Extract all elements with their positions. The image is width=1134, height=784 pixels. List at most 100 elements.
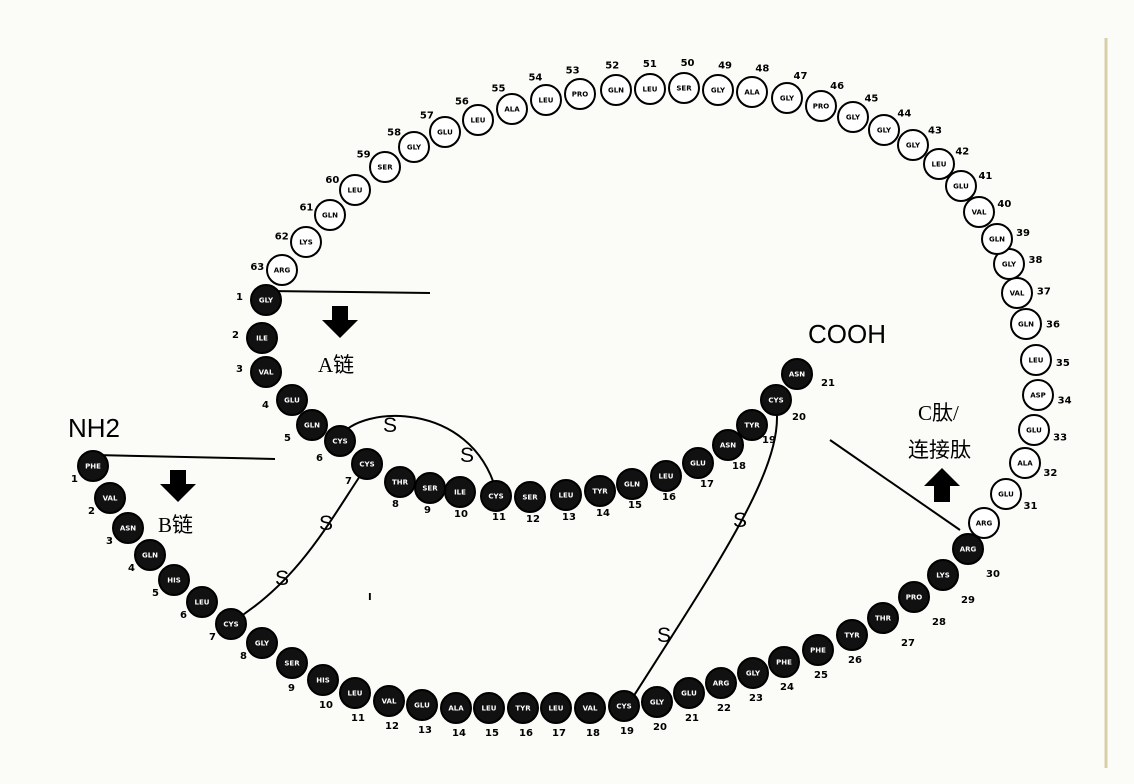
b-chain-residue: VAL	[373, 685, 405, 717]
a-chain-residue-name: CYS	[332, 438, 347, 446]
c-peptide-residue-circle	[945, 170, 977, 202]
b-chain-residue: PRO	[898, 581, 930, 613]
b-chain-residue-name: VAL	[103, 495, 118, 503]
c-peptide-residue: LEU	[1020, 344, 1052, 376]
b-chain-residue-circle	[802, 634, 834, 666]
c-peptide-residue: LEU	[634, 73, 666, 105]
c-peptide-position-number: 37	[1037, 286, 1051, 297]
c-peptide-residue-circle	[600, 74, 632, 106]
b-chain-residue-circle	[158, 564, 190, 596]
c-peptide-residue-name: ARG	[976, 520, 993, 528]
c-peptide-residue: LEU	[462, 104, 494, 136]
c-peptide-residue: PRO	[564, 78, 596, 110]
c-peptide-residue-circle	[314, 199, 346, 231]
a-chain-residue-circle	[712, 429, 744, 461]
b-chain-position-number: 14	[452, 728, 466, 739]
b-chain-residue-circle	[406, 689, 438, 721]
a-chain-residue-name: SER	[522, 494, 538, 502]
b-chain-residue-circle	[94, 482, 126, 514]
c-peptide-residue-name: GLY	[1002, 261, 1017, 269]
b-chain-residue-name: HIS	[167, 577, 181, 585]
c-peptide-residue-circle	[1020, 344, 1052, 376]
a-chain-position-number: 16	[662, 492, 676, 503]
a-chain-position-number: 7	[345, 476, 352, 487]
c-peptide-residue-name: VAL	[972, 209, 987, 217]
a-chain-position-number: 13	[562, 512, 576, 523]
a-chain-residue-name: CYS	[488, 493, 503, 501]
c-peptide-residue: SER	[369, 151, 401, 183]
b-chain-residue-circle	[927, 559, 959, 591]
b-chain-position-number: 28	[932, 617, 946, 628]
a-chain-position-number: 3	[236, 364, 243, 375]
b-chain-residue: GLN	[134, 539, 166, 571]
b-chain-residue: HIS	[158, 564, 190, 596]
c-peptide-residue-circle	[897, 129, 929, 161]
c-peptide-residue: GLN	[1010, 308, 1042, 340]
b-chain-position-number: 10	[319, 700, 333, 711]
c-peptide-residues: ARGGLUALAGLUASPLEUGLNVALGLYGLNVALGLULEUG…	[266, 72, 1054, 539]
c-peptide-residue-circle	[634, 73, 666, 105]
c-peptide-residue: PRO	[805, 90, 837, 122]
c-peptide-residue-name: GLY	[906, 142, 921, 150]
disulfide-bond-a20-b19	[627, 399, 778, 706]
c-peptide-residue: LEU	[923, 148, 955, 180]
c-peptide-position-number: 55	[492, 83, 506, 94]
connecting-peptide-label: 连接肽	[908, 438, 971, 462]
c-peptide-position-number: 57	[420, 110, 434, 121]
b-chain-residue-name: GLY	[746, 670, 761, 678]
up-arrow-icon	[924, 468, 960, 502]
b-chain-position-number: 22	[717, 703, 731, 714]
c-peptide-position-number: 44	[897, 109, 911, 120]
c-peptide-residue-name: ASP	[1030, 392, 1046, 400]
a-chain-residue: ILE	[444, 476, 476, 508]
c-peptide-residue-circle	[923, 148, 955, 180]
b-chain-residue: LEU	[540, 692, 572, 724]
b-chain-residue: HIS	[307, 664, 339, 696]
b-chain-residue-name: ASN	[120, 525, 136, 533]
a-chain-residue: GLY	[250, 284, 282, 316]
b-chain-position-number: 21	[685, 713, 699, 724]
b-chain-position-number: 16	[519, 728, 533, 739]
c-peptide-position-number: 31	[1023, 501, 1037, 512]
a-chain-residue: GLN	[616, 468, 648, 500]
b-chain-residue-name: GLN	[142, 552, 158, 560]
c-peptide-pointer-line	[829, 439, 961, 531]
a-chain-residue-name: GLU	[284, 397, 300, 405]
b-chain-residue-name: TYR	[515, 705, 531, 713]
a-chain-residue-circle	[246, 322, 278, 354]
c-peptide-residue-name: GLY	[711, 87, 726, 95]
b-chain-residue-name: LEU	[482, 705, 497, 713]
c-peptide-residue: SER	[668, 72, 700, 104]
c-peptide-residue-name: LEU	[539, 97, 554, 105]
c-peptide-position-number: 60	[325, 175, 339, 186]
b-chain-residue-circle	[246, 627, 278, 659]
c-peptide-position-number: 62	[275, 232, 289, 243]
a-chain-residue-name: LEU	[659, 473, 674, 481]
b-chain-residue-name: ALA	[448, 705, 464, 713]
c-peptide-residue-name: ALA	[744, 89, 760, 97]
c-peptide-residue-circle	[981, 223, 1013, 255]
b-chain-residue-circle	[307, 664, 339, 696]
a-chain-residue-circle	[616, 468, 648, 500]
c-peptide-residue-circle	[266, 254, 298, 286]
a-chain-residue-circle	[296, 409, 328, 441]
b-chain-residue-name: THR	[875, 615, 892, 623]
b-chain-residue-name: TYR	[844, 632, 860, 640]
c-peptide-residue: GLY	[398, 131, 430, 163]
c-peptide-residue-name: ALA	[1017, 460, 1033, 468]
a-chain-residue: TYR	[584, 475, 616, 507]
c-peptide-position-number: 47	[793, 71, 807, 82]
b-chain-residue-circle	[276, 647, 308, 679]
c-peptide-position-number: 38	[1029, 255, 1043, 266]
b-chain-position-number: 19	[620, 726, 634, 737]
a-chain-residue-circle	[650, 460, 682, 492]
a-chain-position-number: 9	[424, 505, 431, 516]
a-chain-residue-circle	[514, 481, 546, 513]
b-chain-residue-circle	[215, 608, 247, 640]
a-chain-residue: ILE	[246, 322, 278, 354]
b-chain-residue: PHE	[77, 450, 109, 482]
a-chain-residue-circle	[682, 447, 714, 479]
c-peptide-residue-circle	[369, 151, 401, 183]
b-chain-position-number: 5	[152, 588, 159, 599]
